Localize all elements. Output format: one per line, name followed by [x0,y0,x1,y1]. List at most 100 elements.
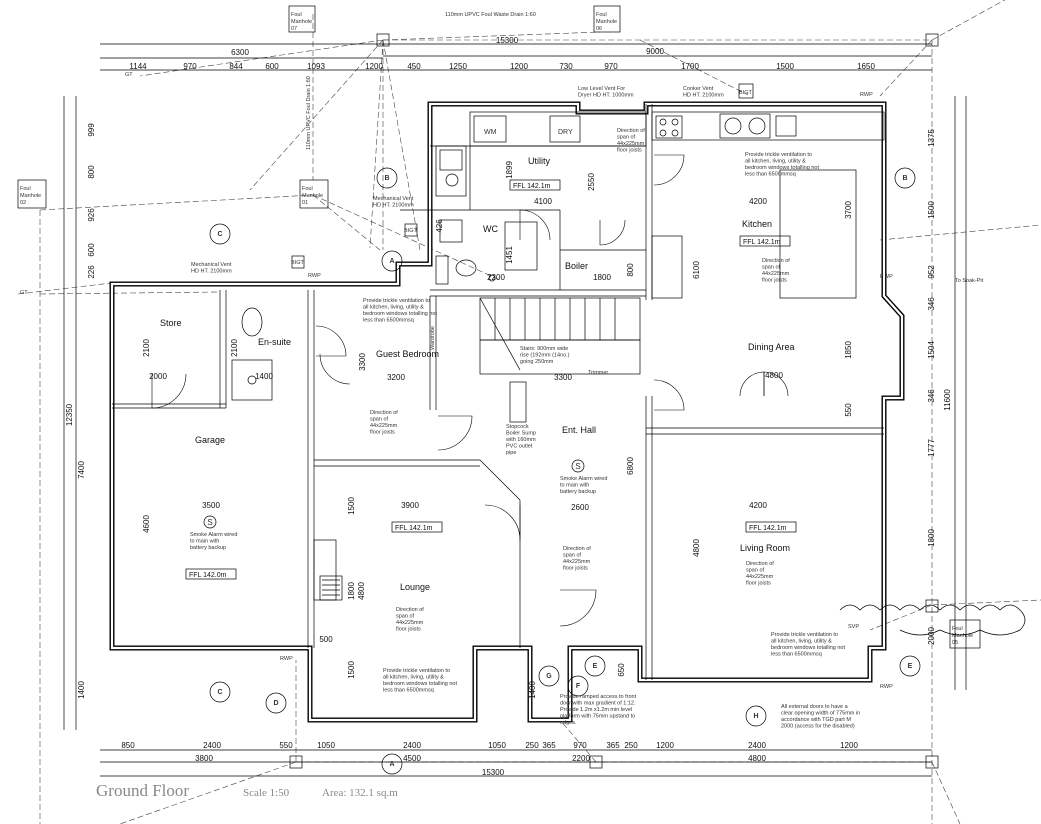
room-utility: Utility [528,156,550,166]
svg-text:A: A [389,761,394,768]
dim-bottom-0: 850 [121,741,135,750]
dim-inner-4200b: 4200 [749,501,767,510]
dim-top-2: 844 [229,62,243,71]
svg-text:E: E [593,663,598,670]
drawing-area: Area: 132.1 sq.m [322,787,398,799]
dim-inner-2550: 2550 [587,173,596,191]
vertical-drain-label: 110mm UPVC Foul Drain 1:60 [306,76,312,150]
smoke-alarm-garage-icon [203,515,217,529]
dim-left-0: 999 [87,123,96,137]
svg-text:Manhole: Manhole [302,193,323,199]
dim-bottom-mid-3: 4800 [748,754,766,763]
section-f-marker [567,675,589,697]
dim-bottom-total: 15300 [482,768,505,777]
dim-inner-2100b: 2100 [230,339,239,357]
dim-inner-550: 550 [844,403,853,417]
dim-inner-3900: 3900 [401,501,419,510]
dim-top-11: 1700 [681,62,699,71]
svg-text:Manhole: Manhole [596,19,617,25]
dim-inner-6100: 6100 [692,261,701,279]
svg-text:Manhole: Manhole [291,19,312,25]
section-c-marker-top [209,223,231,245]
room-entrance-hall: Ent. Hall [562,425,596,435]
dim-top-9: 730 [559,62,573,71]
dim-inner-4800a: 4800 [765,371,783,380]
dim-right-2: 952 [927,265,936,279]
manhole-07-label: Foul [291,12,302,18]
dim-inner-1850: 1850 [844,341,853,359]
note-trimmer: Trimmer [588,370,608,376]
dim-inner-1451: 1451 [505,246,514,264]
dim-left-total: 12350 [65,403,74,426]
dim-right-total: 11600 [943,389,952,411]
manhole-02-label: Foul [20,186,31,192]
ffl-lounge: FFL 142.1m [395,525,433,532]
room-store: Store [160,318,182,328]
dim-left-6: 7400 [77,461,86,479]
manhole-01-label: Foul [302,186,313,192]
dim-top-10: 970 [604,62,618,71]
dim-inner-2200: 2200 [487,273,505,282]
dim-right-7: 1800 [927,529,936,547]
section-b-marker-right [894,167,916,189]
svg-text:B: B [384,175,389,182]
svg-text:A: A [389,258,394,265]
bigt-label-2: BIGT [291,260,304,266]
manholes: Foul Manhole 07 Foul Manhole 06 Foul Man… [17,5,981,769]
dim-left-3: 600 [87,243,96,257]
ffl-utility-box [509,179,561,191]
rwp-label-5: RWP [880,684,893,690]
dim-top-4: 1093 [307,62,325,71]
dim-inner-1800b: 1800 [347,582,356,600]
svg-text:H: H [753,713,758,720]
section-d-marker-right [899,655,921,677]
dim-top-1: 970 [183,62,197,71]
room-boiler: Boiler [565,261,588,271]
dim-inner-6800: 6800 [626,457,635,475]
svg-text:G: G [546,673,552,680]
section-markers: A A B B C C D E E F G H [209,167,921,775]
dim-inner-3300a: 3300 [358,353,367,371]
dim-bottom-4: 2400 [403,741,421,750]
wm-label: WM [484,129,497,136]
rwp-label-2: RWP [308,273,321,279]
dim-top-6: 450 [407,62,421,71]
room-dining: Dining Area [748,342,795,352]
svg-text:Manhole: Manhole [952,633,973,639]
dim-inner-500: 500 [319,635,333,644]
dim-top-8: 1200 [510,62,528,71]
top-drain-label: 110mm UPVC Foul Waste Drain 1:60 [445,12,536,18]
ensuite-fixtures [231,307,273,401]
dim-bottom-10: 250 [624,741,638,750]
smoke-alarm-garage-mark: S [207,518,212,527]
dim-inner-3500: 3500 [202,501,220,510]
dim-inner-426: 426 [435,219,444,233]
room-wc: WC [483,224,498,234]
rwp-label-4: RWP [280,656,293,662]
dimension-lines [63,43,967,777]
dim-inner-1400a: 1400 [255,372,273,381]
svg-text:02: 02 [20,200,26,206]
dim-bottom-9: 365 [606,741,620,750]
dim-inner-2600: 2600 [571,503,589,512]
svg-text:01: 01 [302,200,308,206]
room-wardrobe: Wardrobe [430,326,436,350]
dim-bottom-12: 2400 [748,741,766,750]
gt-label-1: GT [125,72,133,78]
kitchen-units [651,111,885,299]
dim-inner-4200a: 4200 [749,197,767,206]
dim-bottom-7: 365 [542,741,556,750]
svp-label: SVP [848,624,859,630]
